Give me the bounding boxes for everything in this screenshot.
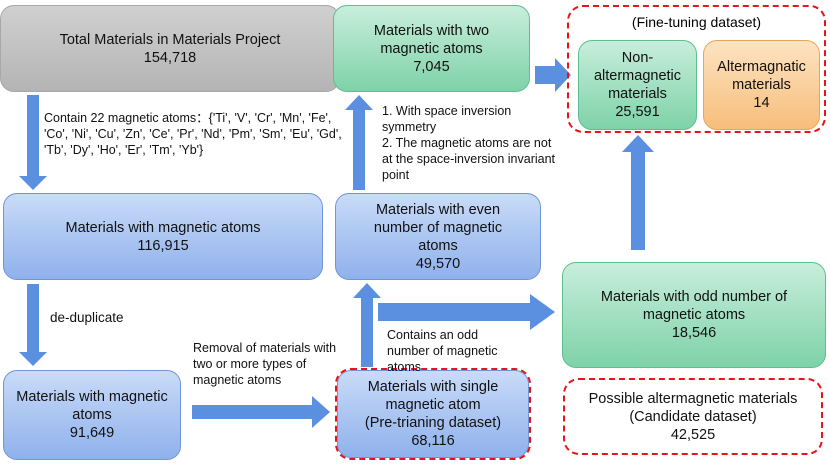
odd-note: Contains an odd number of magnetic atoms xyxy=(387,328,498,374)
symmetry-note: 1. With space inversion symmetry 2. The … xyxy=(382,103,562,183)
non-altermagnetic-box: Non-altermagnetic materials 25,591 xyxy=(578,40,697,130)
arrow-up-two xyxy=(345,95,373,190)
magnetic-count: 116,915 xyxy=(137,237,189,254)
candidate-line1: Possible altermagnetic materials xyxy=(588,390,798,407)
odd-count: 18,546 xyxy=(671,325,717,341)
candidate-count: 42,525 xyxy=(670,426,716,443)
single-atom-box: Materials with single magnetic atom (Pre… xyxy=(337,370,529,458)
single-count: 68,116 xyxy=(411,433,455,449)
dedup-note: de-duplicate xyxy=(50,310,124,325)
arrow-down-2 xyxy=(19,284,47,366)
alter-count: 14 xyxy=(753,95,770,111)
two-title: Materials with two magnetic atoms xyxy=(373,22,490,57)
arrow-right-finetune xyxy=(535,58,571,92)
candidate-box: Possible altermagnetic materials (Candid… xyxy=(563,378,823,455)
dedup-count: 91,649 xyxy=(69,425,115,441)
single-line1: Materials with single xyxy=(367,379,499,395)
arrow-up-finetune xyxy=(622,135,654,250)
candidate-line2: (Candidate dataset) xyxy=(629,408,757,425)
arrow-down-1 xyxy=(19,95,47,190)
total-title: Total Materials in Materials Project xyxy=(59,31,281,48)
arrow-up-even xyxy=(353,283,381,367)
finetune-label: (Fine-tuning dataset) xyxy=(631,14,762,30)
magnetic-title: Materials with magnetic atoms xyxy=(65,219,261,236)
arrow-right-odd xyxy=(378,294,555,330)
arrow-right-removal xyxy=(192,396,330,428)
even-count: 49,570 xyxy=(415,255,461,272)
contain-note: Contain 22 magnetic atoms：{'Ti', 'V', 'C… xyxy=(44,111,342,157)
two-atoms-box: Materials with two magnetic atoms 7,045 xyxy=(333,5,530,92)
altermagnetic-box: Altermagnatic materials 14 xyxy=(703,40,820,130)
removal-note: Removal of materials with two or more ty… xyxy=(193,341,337,387)
two-count: 7,045 xyxy=(413,58,450,75)
non-alter-count: 25,591 xyxy=(615,104,660,120)
pretraining-dashed-outline xyxy=(335,368,531,460)
non-alter-title: Non-altermagnetic materials xyxy=(593,50,682,102)
dedup-box: Materials with magnetic atoms 91,649 xyxy=(3,370,181,460)
single-line2: magnetic atom xyxy=(385,397,481,413)
odd-title: Materials with odd number of magnetic at… xyxy=(600,289,788,323)
total-materials-box: Total Materials in Materials Project 154… xyxy=(0,5,340,92)
alter-title: Altermagnatic materials xyxy=(717,59,806,93)
odd-box: Materials with odd number of magnetic at… xyxy=(562,262,826,368)
single-line3: (Pre-trianing dataset) xyxy=(364,415,502,431)
sym-note-2: 2. The magnetic atoms are not at the spa… xyxy=(382,136,556,182)
finetune-dashed-outline xyxy=(567,5,826,133)
sym-note-1: 1. With space inversion symmetry xyxy=(382,104,512,134)
total-count: 154,718 xyxy=(143,49,197,66)
magnetic-atoms-box: Materials with magnetic atoms 116,915 xyxy=(3,193,323,280)
dedup-title: Materials with magnetic atoms xyxy=(16,389,168,423)
even-box: Materials with even number of magnetic a… xyxy=(335,193,541,280)
even-title: Materials with even number of magnetic a… xyxy=(373,201,503,254)
